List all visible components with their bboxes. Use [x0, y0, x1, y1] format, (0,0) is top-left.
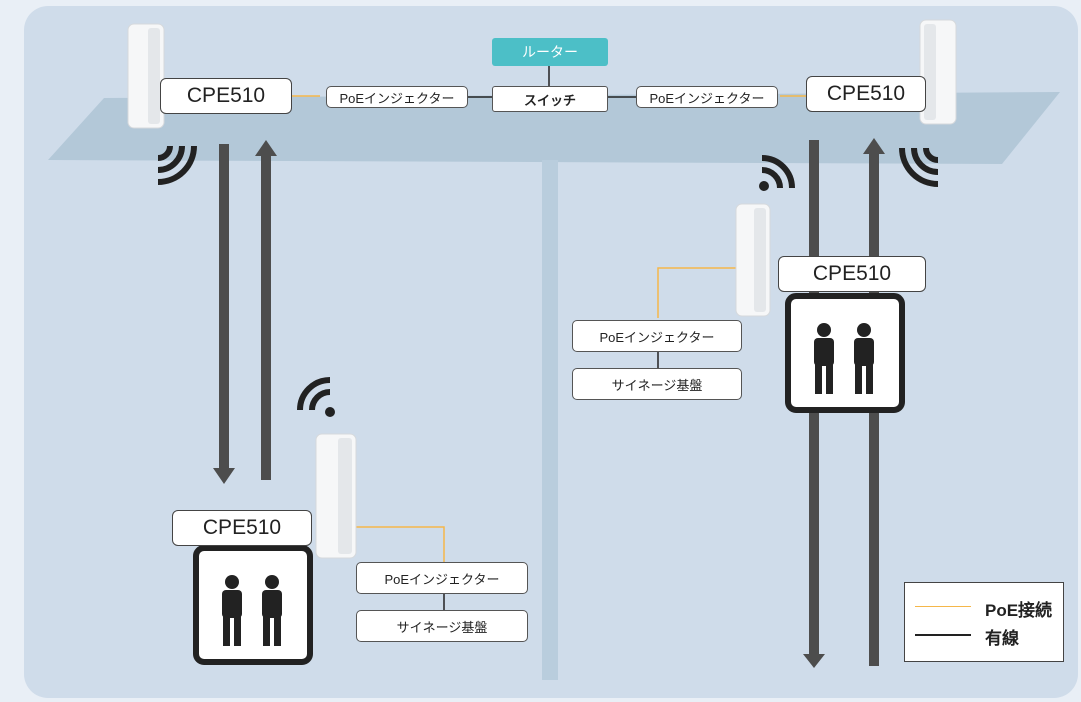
arrow-left-down-head [213, 468, 235, 484]
access-point-icon [127, 23, 165, 129]
poe-injector-label: PoEインジェクター [356, 562, 528, 594]
legend: PoE接続 有線 [904, 582, 1064, 662]
wifi-signal-icon [297, 377, 335, 417]
legend-wired-label: 有線 [985, 629, 1019, 648]
elevator-icon [785, 293, 905, 413]
cpe510-label: CPE510 [160, 78, 292, 114]
cpe510-label: CPE510 [806, 76, 926, 112]
access-point-icon [919, 19, 957, 125]
legend-poe-swatch [915, 606, 971, 607]
poe-injector-label: PoEインジェクター [636, 86, 778, 108]
arrow-right-up-head [863, 138, 885, 154]
arrow-left-up-shaft [261, 154, 271, 480]
cpe510-label: CPE510 [778, 256, 926, 292]
router-label: ルーター [492, 38, 608, 66]
access-point-icon [735, 203, 771, 317]
legend-wired-swatch [915, 634, 971, 636]
wifi-signal-icon [899, 147, 939, 187]
legend-row-wired: 有線 [905, 623, 1063, 648]
access-point-icon [315, 433, 357, 559]
poe-injector-label: PoEインジェクター [572, 320, 742, 352]
legend-poe-label: PoE接続 [985, 601, 1053, 620]
switch-label: スイッチ [492, 86, 608, 112]
signage-board-label: サイネージ基盤 [572, 368, 742, 400]
poe-cpe-left-low [356, 526, 445, 562]
wifi-signal-icon [157, 145, 197, 185]
wifi-signal-icon [759, 155, 795, 191]
legend-row-poe: PoE接続 [905, 595, 1063, 620]
poe-injector-label: PoEインジェクター [326, 86, 468, 108]
elevator-icon [193, 545, 313, 665]
shaft-divider [542, 160, 558, 680]
signage-board-label: サイネージ基盤 [356, 610, 528, 642]
cpe510-label: CPE510 [172, 510, 312, 546]
poe-cpe-right-mid [657, 267, 742, 318]
arrow-left-up-head [255, 140, 277, 156]
arrow-right-down-head [803, 654, 825, 668]
arrow-left-down-shaft [219, 144, 229, 470]
